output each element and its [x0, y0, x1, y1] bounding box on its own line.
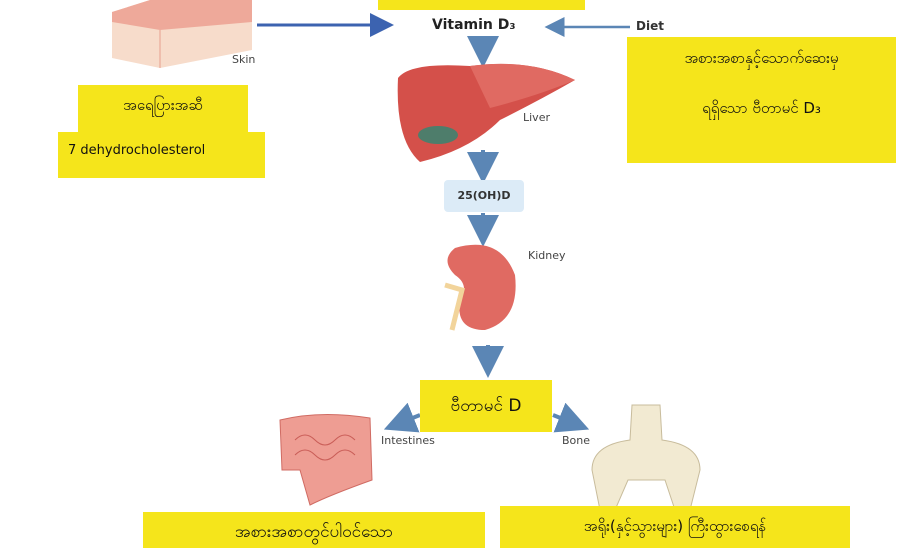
25ohd-box: 25(OH)D — [444, 180, 524, 212]
intestines-image — [279, 413, 373, 506]
skin-box-subtitle: 7 dehydrocholesterol — [58, 132, 265, 178]
vitamin-d3-label: Vitamin D₃ — [432, 17, 516, 33]
bottom-left-box: အစားအစာတွင်ပါဝင်သော — [143, 512, 485, 548]
kidney-label: Kidney — [528, 249, 566, 262]
arrow-to-intestines — [383, 402, 421, 433]
liver-image — [397, 63, 575, 162]
skin-image — [112, 0, 252, 68]
kidney-image — [444, 244, 516, 331]
top-yellow-box — [378, 0, 585, 10]
arrow-to-bone — [552, 402, 590, 433]
skin-label: Skin — [232, 53, 256, 66]
bone-image — [591, 404, 701, 511]
intestines-label: Intestines — [381, 434, 435, 447]
diet-box-line2: ရရှိသော ဗီတာမင် D₃ — [702, 99, 821, 117]
vitamin-d-box: ဗီတာမင် D — [420, 380, 552, 432]
skin-box-title: အရေပြားအဆီ — [78, 85, 248, 132]
diet-label: Diet — [636, 19, 664, 33]
bone-label: Bone — [562, 434, 591, 447]
bottom-right-box: အရိုး(နှင့်သွားများ) ကြီးထွားစေရန် — [500, 506, 850, 548]
diet-box: အစားအစာနှင့်သောက်ဆေးမှ ရရှိသော ဗီတာမင် D… — [627, 37, 896, 163]
diet-box-line1: အစားအစာနှင့်သောက်ဆေးမှ — [684, 49, 839, 67]
liver-label: Liver — [523, 111, 550, 124]
